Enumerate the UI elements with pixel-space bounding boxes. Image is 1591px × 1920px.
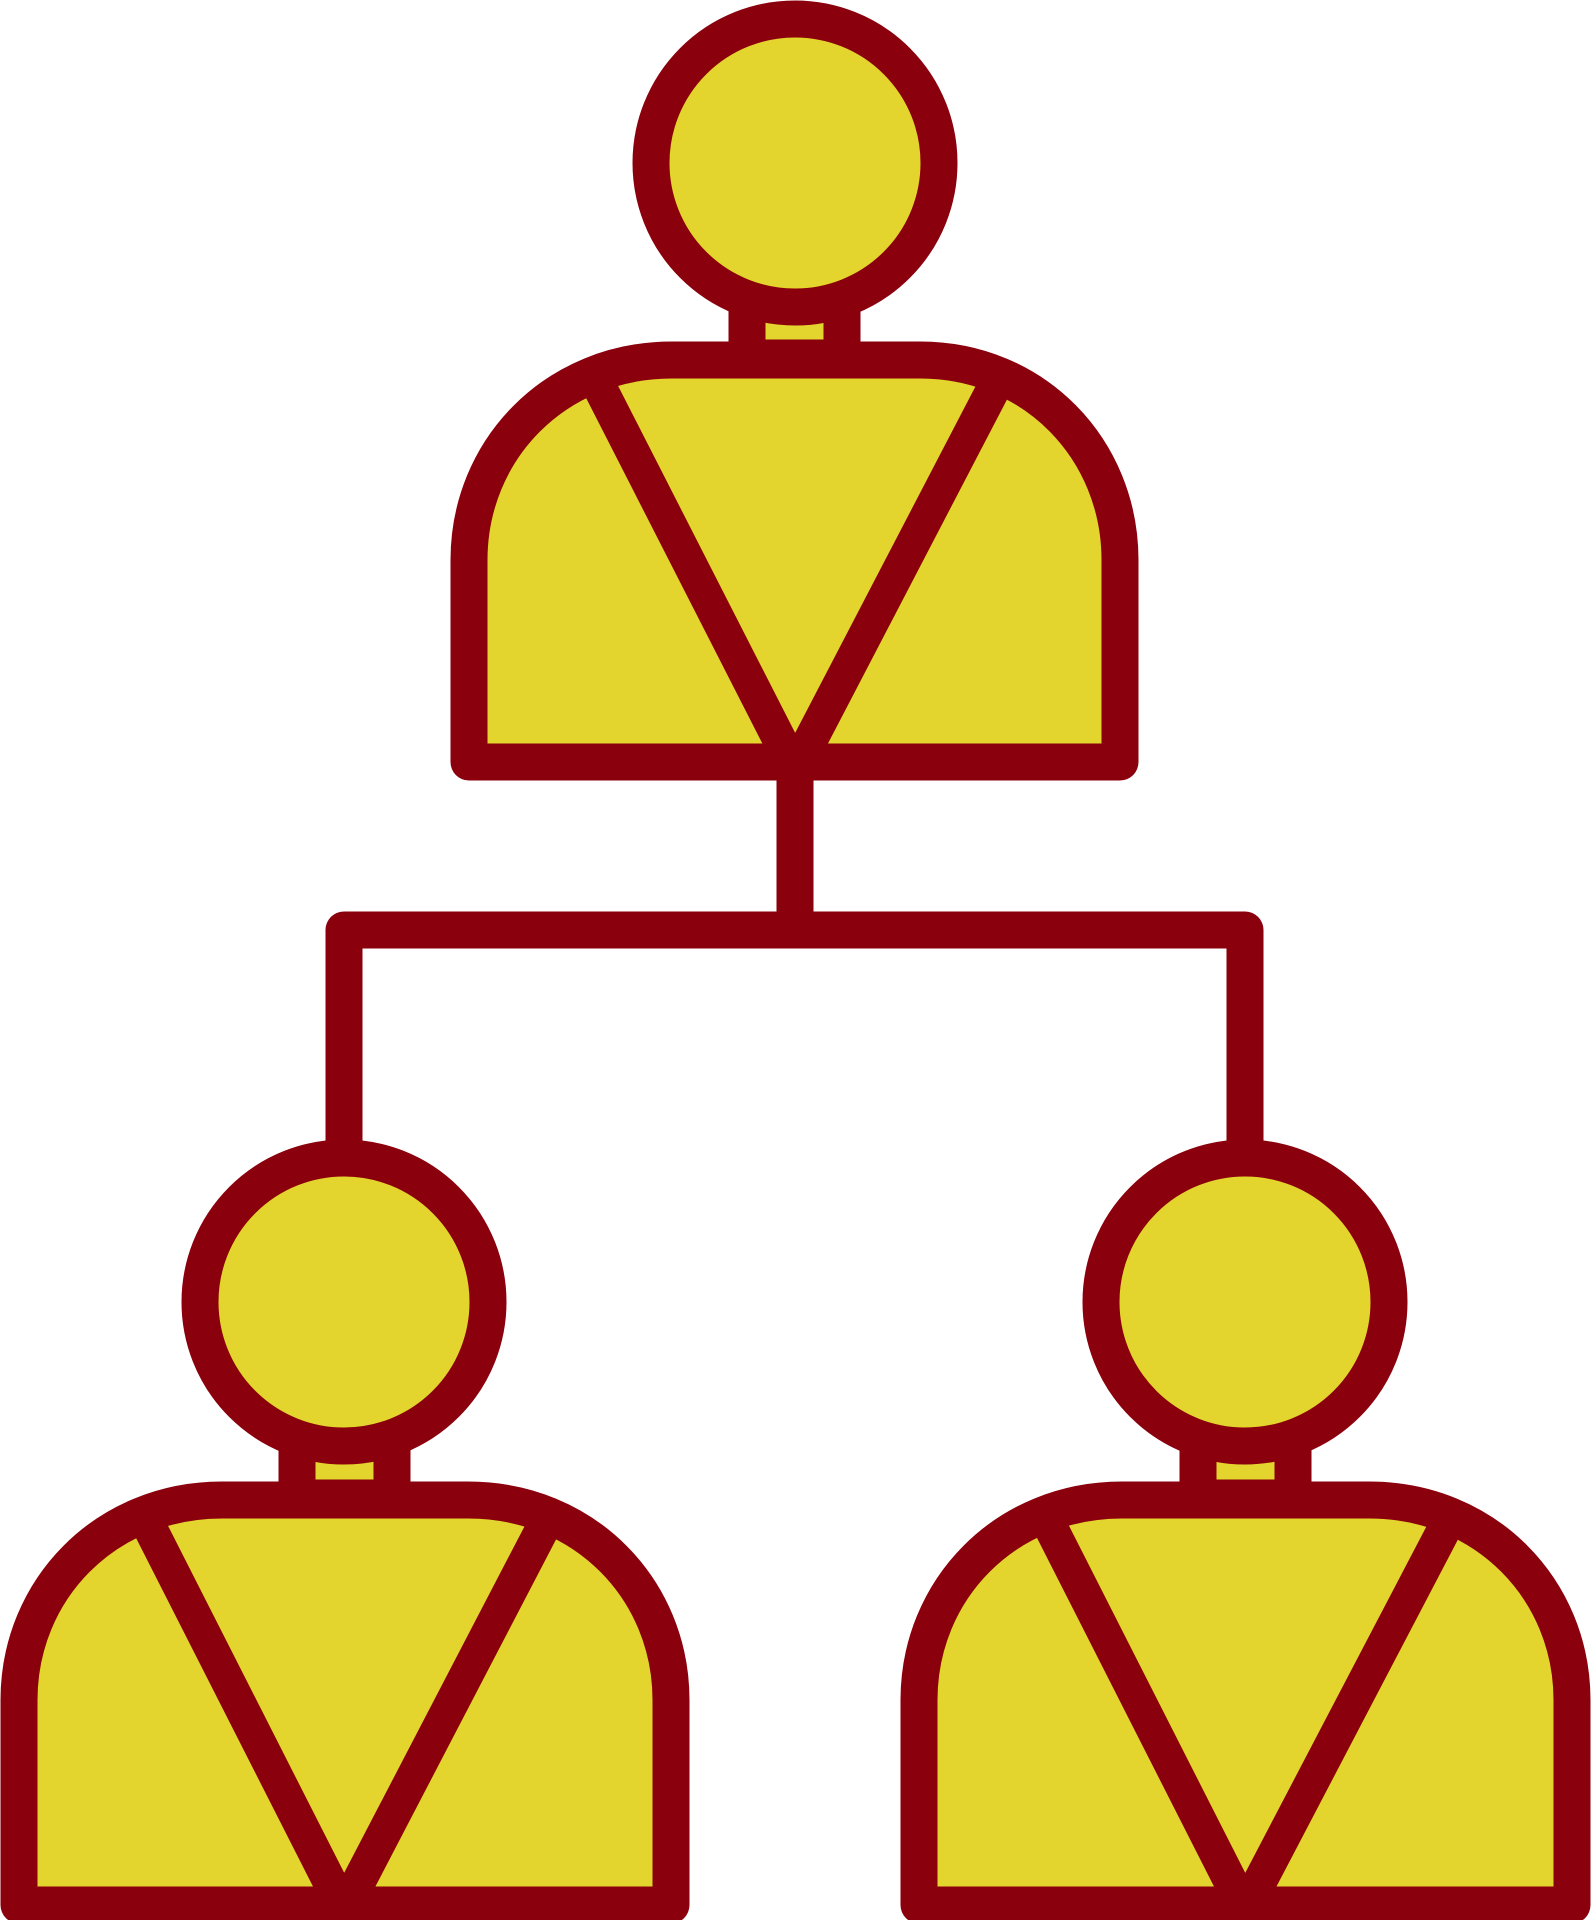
person-top-collar (580, 372, 1014, 787)
connector-lines (325, 761, 1264, 1169)
person-bottom-right-body (900, 1481, 1591, 1920)
person-bottom-left-collar (130, 1512, 563, 1920)
person-top-body (450, 341, 1139, 781)
person-bottom-left (0, 1139, 690, 1920)
person-top-head (632, 0, 958, 326)
person-bottom-right-head (1082, 1139, 1408, 1465)
person-bottom-left-head (181, 1139, 507, 1465)
person-top (450, 0, 1139, 787)
person-bottom-right-collar (1031, 1512, 1465, 1920)
connector-branch (325, 911, 1264, 1169)
person-bottom-right (900, 1139, 1591, 1920)
person-bottom-left-body (0, 1481, 690, 1920)
